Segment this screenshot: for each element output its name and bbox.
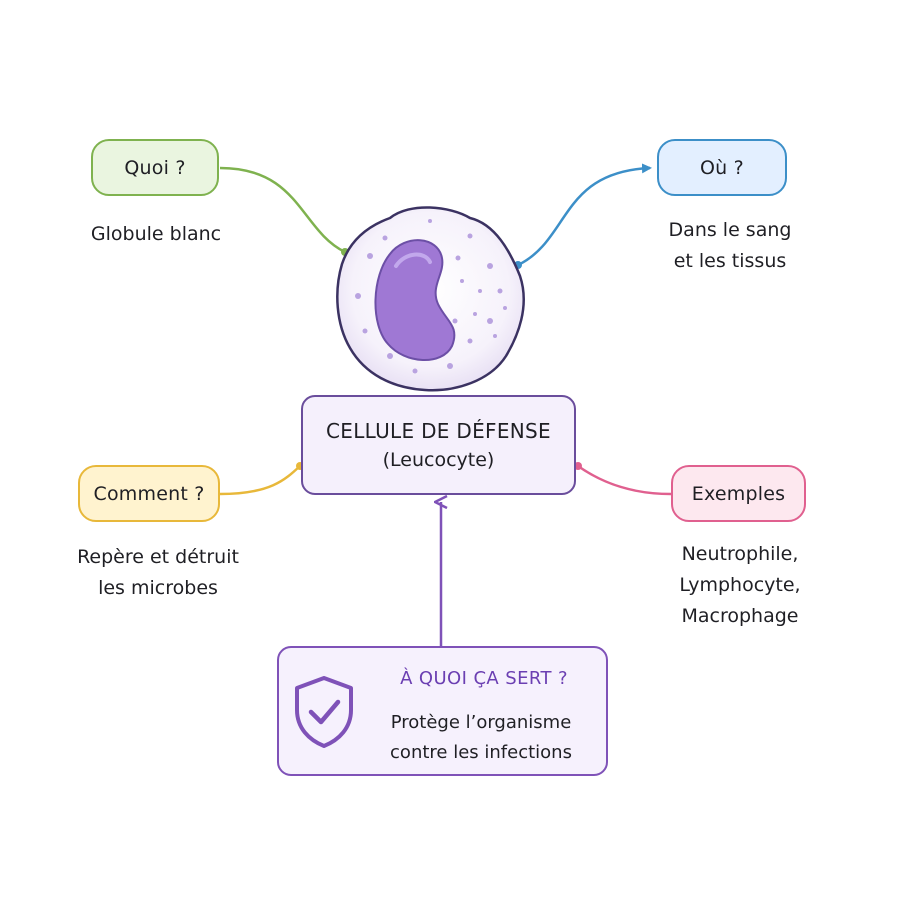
purpose-line: contre les infections [390,742,572,763]
nucleus-highlight [394,252,432,268]
branch-quoi-line: Globule blanc [90,223,222,245]
branch-ou-line: et les tissus [673,250,787,272]
central-title: CELLULE DE DÉFENSE [326,419,551,443]
shield-check-icon [295,676,353,748]
branch-comment-line: les microbes [98,577,218,599]
white-blood-cell-icon [336,206,525,392]
connector-quoi [219,166,346,254]
branch-comment-line: Repère et détruit [77,546,239,568]
branch-exemples-description: Neutrophile, Lymphocyte, Macrophage [640,539,840,632]
branch-exemples-line: Macrophage [681,605,799,627]
connector-ou [517,163,652,267]
branch-ou-label: Où ? [700,156,744,179]
central-node: CELLULE DE DÉFENSE (Leucocyte) [301,395,576,495]
branch-comment-label: Comment ? [93,482,205,505]
purpose-description: Protège l’organisme contre les infection… [359,708,603,768]
branch-comment: Comment ? [78,465,220,522]
branch-exemples-line: Neutrophile, [681,543,799,565]
branch-ou: Où ? [657,139,787,196]
branch-ou-description: Dans le sang et les tissus [630,215,830,277]
branch-exemples-line: Lymphocyte, [679,574,801,596]
purpose-title: À QUOI ÇA SERT ? [400,668,568,689]
branch-exemples-label: Exemples [691,482,786,505]
purpose-box: À QUOI ÇA SERT ? Protège l’organisme con… [277,646,608,776]
branch-quoi: Quoi ? [91,139,219,196]
cell-nucleus [374,239,456,361]
branch-quoi-label: Quoi ? [124,156,186,179]
connector-exemples-dot [574,462,582,470]
connector-exemples [577,464,672,496]
branch-ou-line: Dans le sang [668,219,792,241]
central-subtitle: (Leucocyte) [382,449,495,471]
branch-comment-description: Repère et détruit les microbes [48,542,268,604]
purpose-line: Protège l’organisme [390,712,572,733]
connector-comment [219,465,301,496]
branch-quoi-description: Globule blanc [60,219,252,250]
branch-exemples: Exemples [671,465,806,522]
